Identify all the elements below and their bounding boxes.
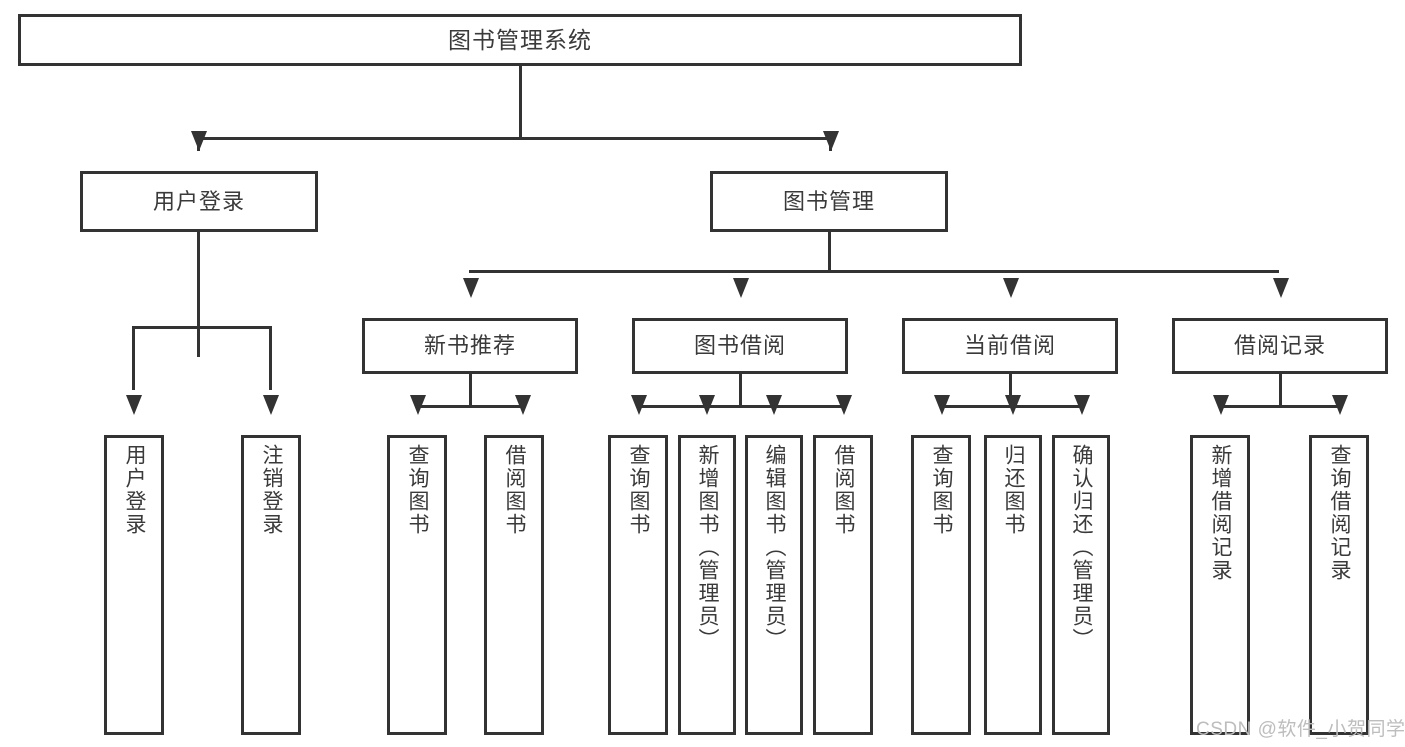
node-level3-1[interactable]: 新书推荐 (362, 318, 578, 374)
node-label: 归还图书 (1002, 444, 1026, 536)
node-label: 图书管理 (782, 188, 875, 214)
connector-login-drop-left (132, 326, 135, 390)
node-leaf-2[interactable]: 注销登录 (241, 435, 301, 735)
node-level2-1[interactable]: 用户登录 (80, 171, 318, 232)
node-label: 查询借阅记录 (1328, 444, 1352, 582)
node-label: 注销登录 (260, 444, 284, 536)
node-leaf-1[interactable]: 用户登录 (104, 435, 164, 735)
node-label: 查询图书 (930, 444, 954, 536)
arrowhead-leaves-9 (933, 395, 950, 415)
node-label: 图书管理系统 (448, 26, 592, 53)
arrowhead-leaves-11 (1073, 395, 1090, 415)
arrowhead-level3-2 (732, 278, 749, 298)
node-leaf-5[interactable]: 查询图书 (608, 435, 668, 735)
connector-login-stem (197, 232, 200, 357)
node-label: 编辑图书（管理员） (763, 444, 787, 651)
arrowhead-leaves-5 (630, 395, 647, 415)
node-label: 用户登录 (123, 444, 147, 536)
arrowhead-level2-1 (190, 131, 207, 151)
connector-group3-stem (1009, 374, 1012, 406)
connector-root-bus (197, 137, 831, 140)
node-label: 新增借阅记录 (1209, 444, 1233, 582)
connector-books-stem (828, 232, 831, 272)
connector-root-stem (519, 66, 522, 138)
node-leaf-12[interactable]: 新增借阅记录 (1190, 435, 1250, 735)
connector-group2-stem (739, 374, 742, 406)
connector-group1-bus (416, 405, 522, 408)
node-label: 图书借阅 (693, 333, 786, 359)
arrowhead-level3-1 (462, 278, 479, 298)
node-leaf-10[interactable]: 归还图书 (984, 435, 1042, 735)
node-level3-4[interactable]: 借阅记录 (1172, 318, 1388, 374)
arrowhead-leaves-4 (514, 395, 531, 415)
node-label: 借阅图书 (832, 444, 856, 536)
node-label: 用户登录 (152, 188, 245, 214)
connector-login-drop-right (269, 326, 272, 390)
connector-group4-bus (1219, 405, 1339, 408)
node-leaf-7[interactable]: 编辑图书（管理员） (745, 435, 803, 735)
node-leaf-6[interactable]: 新增图书（管理员） (678, 435, 736, 735)
node-leaf-11[interactable]: 确认归还（管理员） (1052, 435, 1110, 735)
node-leaf-4[interactable]: 借阅图书 (484, 435, 544, 735)
connector-group1-stem (469, 374, 472, 406)
arrowhead-leaves-6 (698, 395, 715, 415)
arrowhead-leaves-12 (1212, 395, 1229, 415)
node-leaf-13[interactable]: 查询借阅记录 (1309, 435, 1369, 735)
arrowhead-leaves-7 (765, 395, 782, 415)
node-level3-3[interactable]: 当前借阅 (902, 318, 1118, 374)
node-level2-2[interactable]: 图书管理 (710, 171, 948, 232)
arrowhead-leaves-8 (835, 395, 852, 415)
node-level3-2[interactable]: 图书借阅 (632, 318, 848, 374)
arrowhead-leaves-13 (1331, 395, 1348, 415)
node-leaf-8[interactable]: 借阅图书 (813, 435, 873, 735)
node-label: 查询图书 (406, 444, 430, 536)
node-label: 借阅图书 (503, 444, 527, 536)
arrowhead-level3-4 (1272, 278, 1289, 298)
connector-group4-stem (1279, 374, 1282, 406)
node-leaf-9[interactable]: 查询图书 (911, 435, 971, 735)
connector-books-bus (469, 270, 1279, 273)
node-label: 查询图书 (627, 444, 651, 536)
arrowhead-leaves-10 (1004, 395, 1021, 415)
node-label: 确认归还（管理员） (1070, 444, 1094, 651)
connector-login-bus (132, 326, 270, 329)
node-leaf-3[interactable]: 查询图书 (387, 435, 447, 735)
arrowhead-leaves-2 (262, 395, 279, 415)
node-label: 新书推荐 (423, 333, 516, 359)
node-label: 新增图书（管理员） (696, 444, 720, 651)
node-root[interactable]: 图书管理系统 (18, 14, 1022, 66)
connector-group2-bus (637, 405, 843, 408)
arrowhead-level2-2 (822, 131, 839, 151)
arrowhead-leaves-1 (125, 395, 142, 415)
node-label: 借阅记录 (1233, 333, 1326, 359)
arrowhead-leaves-3 (409, 395, 426, 415)
arrowhead-level3-3 (1002, 278, 1019, 298)
node-label: 当前借阅 (963, 333, 1056, 359)
csdn-watermark: CSDN @软件_小贺同学 (1196, 719, 1405, 740)
